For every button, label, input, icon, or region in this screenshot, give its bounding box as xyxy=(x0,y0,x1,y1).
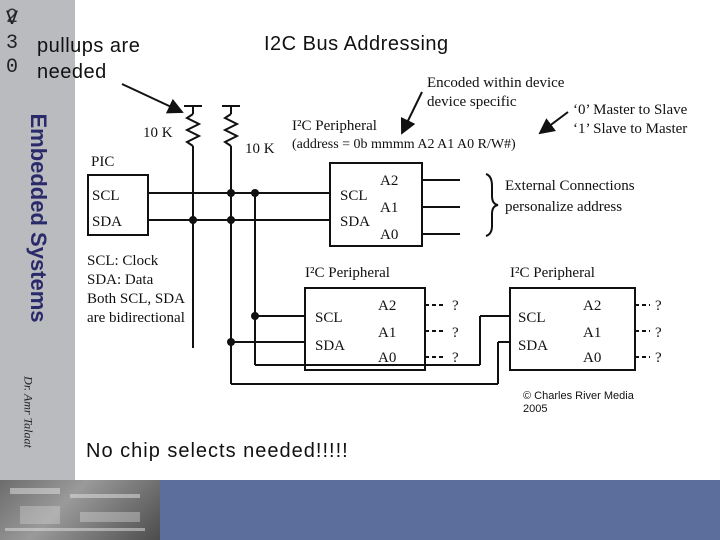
unknown-mark: ? xyxy=(452,325,459,341)
junction-dot xyxy=(227,189,235,197)
pic-note-line: Both SCL, SDA xyxy=(87,291,185,307)
note-line: needed xyxy=(37,61,107,83)
course-code-char: V xyxy=(6,8,19,31)
left-sidebar xyxy=(0,0,75,480)
unknown-mark: ? xyxy=(655,298,662,314)
pic-note-line: SDA: Data xyxy=(87,272,154,288)
pullups-note: pullups are needed xyxy=(37,33,140,85)
peripheral-1-address: (address = 0b mmmm A2 A1 A0 R/W#) xyxy=(292,137,516,152)
junction-dot xyxy=(251,189,259,197)
i2c-bus-diagram: 10 K 10 K Encoded within device device s… xyxy=(87,75,688,385)
rw-legend-line: ‘1’ Slave to Master xyxy=(573,121,687,137)
peripheral-2-title: I²C Peripheral xyxy=(305,265,390,281)
peripheral-2-pin-a1: A1 xyxy=(378,325,396,341)
unknown-mark: ? xyxy=(452,350,459,366)
footer-note: No chip selects needed!!!!! xyxy=(86,440,349,462)
unknown-mark: ? xyxy=(655,325,662,341)
peripheral-2-box xyxy=(304,287,426,371)
junction-dot xyxy=(251,312,259,320)
course-code-char: 0 xyxy=(6,56,19,79)
peripheral-3-pin-sda: SDA xyxy=(518,338,548,354)
resistor-label-2: 10 K xyxy=(245,141,275,157)
unknown-mark: ? xyxy=(655,350,662,366)
peripheral-2-pin-a2: A2 xyxy=(378,298,396,314)
peripheral-1-pin-a0: A0 xyxy=(380,227,398,243)
note-line: pullups are xyxy=(37,35,141,57)
pic-pin-scl: SCL xyxy=(92,188,120,204)
pic-label: PIC xyxy=(91,154,114,170)
peripheral-1-title: I²C Peripheral xyxy=(292,118,377,134)
peripheral-2-pin-scl: SCL xyxy=(315,310,343,326)
encoded-arrow xyxy=(400,91,423,135)
slide-title: I2C Bus Addressing xyxy=(264,33,449,55)
unknown-mark: ? xyxy=(452,298,459,314)
copyright-line: © Charles River Media xyxy=(523,390,634,402)
rw-legend-line: ‘0’ Master to Slave xyxy=(573,102,688,118)
copyright-line: 2005 xyxy=(523,403,548,415)
peripheral-1-pin-sda: SDA xyxy=(340,214,370,230)
encoded-label-line: Encoded within device xyxy=(427,75,565,91)
peripheral-3-pin-a2: A2 xyxy=(583,298,601,314)
course-code-overlay: 2 xyxy=(6,6,19,29)
peripheral-3-box xyxy=(509,287,636,371)
peripheral-3-pin-scl: SCL xyxy=(518,310,546,326)
peripheral-2-pin-sda: SDA xyxy=(315,338,345,354)
chip-photo-image xyxy=(0,480,160,540)
junction-dot xyxy=(189,216,197,224)
encoded-label-line: device specific xyxy=(427,94,517,110)
pullup-resistor-1 xyxy=(184,113,202,147)
pic-note-line: SCL: Clock xyxy=(87,253,159,269)
peripheral-1-pin-a1: A1 xyxy=(380,200,398,216)
peripheral-1-box xyxy=(329,162,423,247)
peripheral-3-pin-a1: A1 xyxy=(583,325,601,341)
peripheral-1-pin-a2: A2 xyxy=(380,173,398,189)
junction-dot xyxy=(227,216,235,224)
pic-box xyxy=(87,174,149,236)
pic-pin-sda: SDA xyxy=(92,214,122,230)
note-arrow xyxy=(121,83,184,114)
pic-note-line: are bidirectional xyxy=(87,310,185,326)
rw-arrow xyxy=(538,111,569,135)
peripheral-3-title: I²C Peripheral xyxy=(510,265,595,281)
external-connections-line: External Connections xyxy=(505,178,635,194)
junction-dot xyxy=(227,338,235,346)
address-brace xyxy=(485,173,499,237)
resistor-label-1: 10 K xyxy=(143,125,173,141)
copyright-note: © Charles River Media 2005 xyxy=(523,390,634,416)
peripheral-2-pin-a0: A0 xyxy=(378,350,396,366)
peripheral-3-pin-a0: A0 xyxy=(583,350,601,366)
pullup-resistor-2 xyxy=(222,113,240,147)
external-connections-line: personalize address xyxy=(505,199,622,215)
course-code-char: 3 xyxy=(6,32,19,55)
peripheral-1-pin-scl: SCL xyxy=(340,188,368,204)
course-code: V 3 0 xyxy=(6,8,18,80)
